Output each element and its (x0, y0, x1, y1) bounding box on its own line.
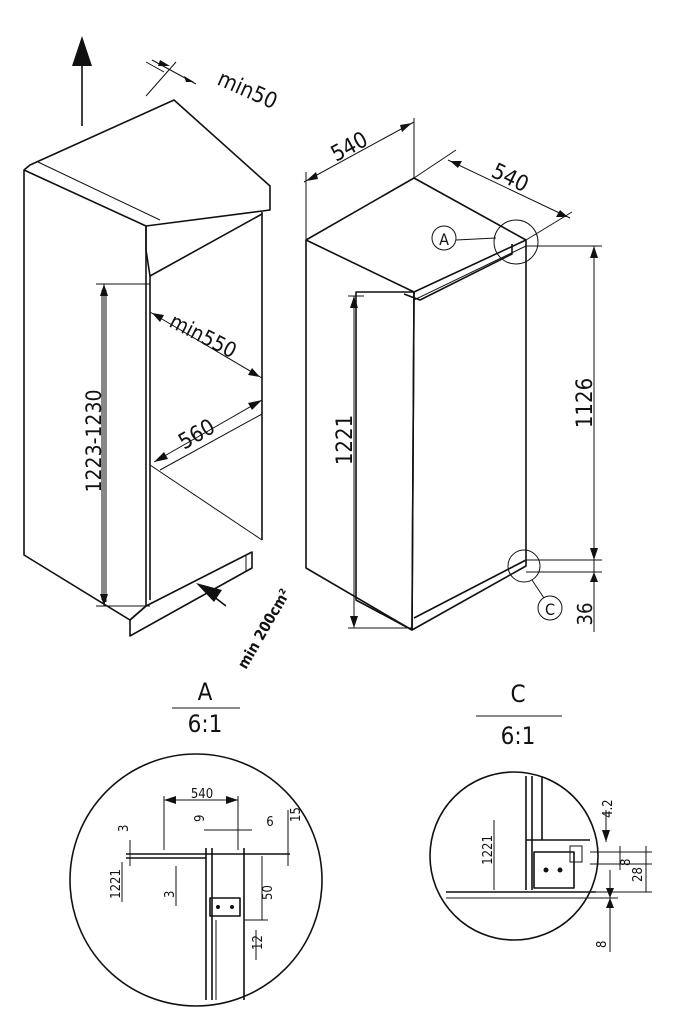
foot-height-dimension: 36 (526, 560, 602, 632)
callout-c-letter: C (545, 600, 555, 619)
detail-c-28: 28 (631, 867, 646, 882)
detail-a-12: 12 (251, 935, 266, 950)
callout-a-letter: A (439, 230, 449, 249)
body-height-label: 1221 (333, 415, 358, 465)
vent-top-label: min50 (214, 67, 281, 115)
body-height-dimension: 1221 (333, 295, 412, 629)
detail-c-8-a: 8 (619, 859, 634, 866)
vent-bottom-arrow: min 200cm² (196, 583, 294, 672)
detail-c-8-b: 8 (595, 941, 610, 948)
appliance-width-dimension: 540 (303, 118, 415, 240)
door-height-label: 1126 (573, 378, 598, 428)
detail-a-circle (69, 753, 323, 1007)
foot-height-label: 36 (573, 603, 597, 626)
appliance-drawing: 540 540 1221 1126 (303, 118, 602, 632)
airflow-up-arrow (72, 36, 92, 126)
detail-a-3-top: 3 (117, 825, 132, 832)
appliance-door (355, 291, 415, 631)
vent-top-dimension: min50 (145, 59, 281, 115)
inside-depth-dimension: min550 (149, 309, 263, 379)
appliance-outline (305, 177, 527, 631)
callout-a: A (431, 219, 539, 265)
detail-c-scale: 6:1 (501, 722, 536, 750)
vent-bottom-label: min 200cm² (234, 586, 294, 672)
detail-a-1221: 1221 (109, 869, 124, 899)
appliance-depth-label: 540 (487, 159, 532, 198)
detail-a-50: 50 (261, 885, 276, 900)
detail-a-540: 540 (191, 787, 213, 802)
inside-width-label: 560 (175, 415, 220, 456)
detail-a-scale: 6:1 (188, 710, 223, 738)
detail-c-title: C (510, 680, 525, 708)
detail-a-3-mid: 3 (163, 891, 178, 898)
door-height-dimension: 1126 (526, 245, 602, 561)
appliance-width-label: 540 (327, 127, 372, 167)
detail-a-9: 9 (193, 815, 208, 822)
appliance-depth-dimension: 540 (413, 149, 573, 241)
detail-a: A 6:1 540 9 6 15 3 1221 3 50 (69, 678, 323, 1007)
inside-width-dimension: 560 (153, 399, 263, 463)
detail-c-circle (429, 771, 599, 941)
detail-c-4-2: 4.2 (601, 799, 616, 818)
cabinet-outline (23, 99, 271, 621)
callout-c: C (507, 549, 563, 621)
niche-height-label: 1223-1230 (82, 390, 106, 493)
cabinet-drawing: min50 1223-1230 min550 560 (23, 36, 294, 672)
inside-depth-label: min550 (166, 309, 241, 363)
detail-c-1221: 1221 (481, 835, 496, 865)
detail-a-6: 6 (266, 815, 273, 830)
niche-height-dimension: 1223-1230 (82, 283, 150, 607)
detail-a-15: 15 (289, 807, 304, 822)
detail-c: C 6:1 4.2 1221 8 28 8 (429, 680, 652, 952)
detail-a-title: A (198, 678, 213, 706)
